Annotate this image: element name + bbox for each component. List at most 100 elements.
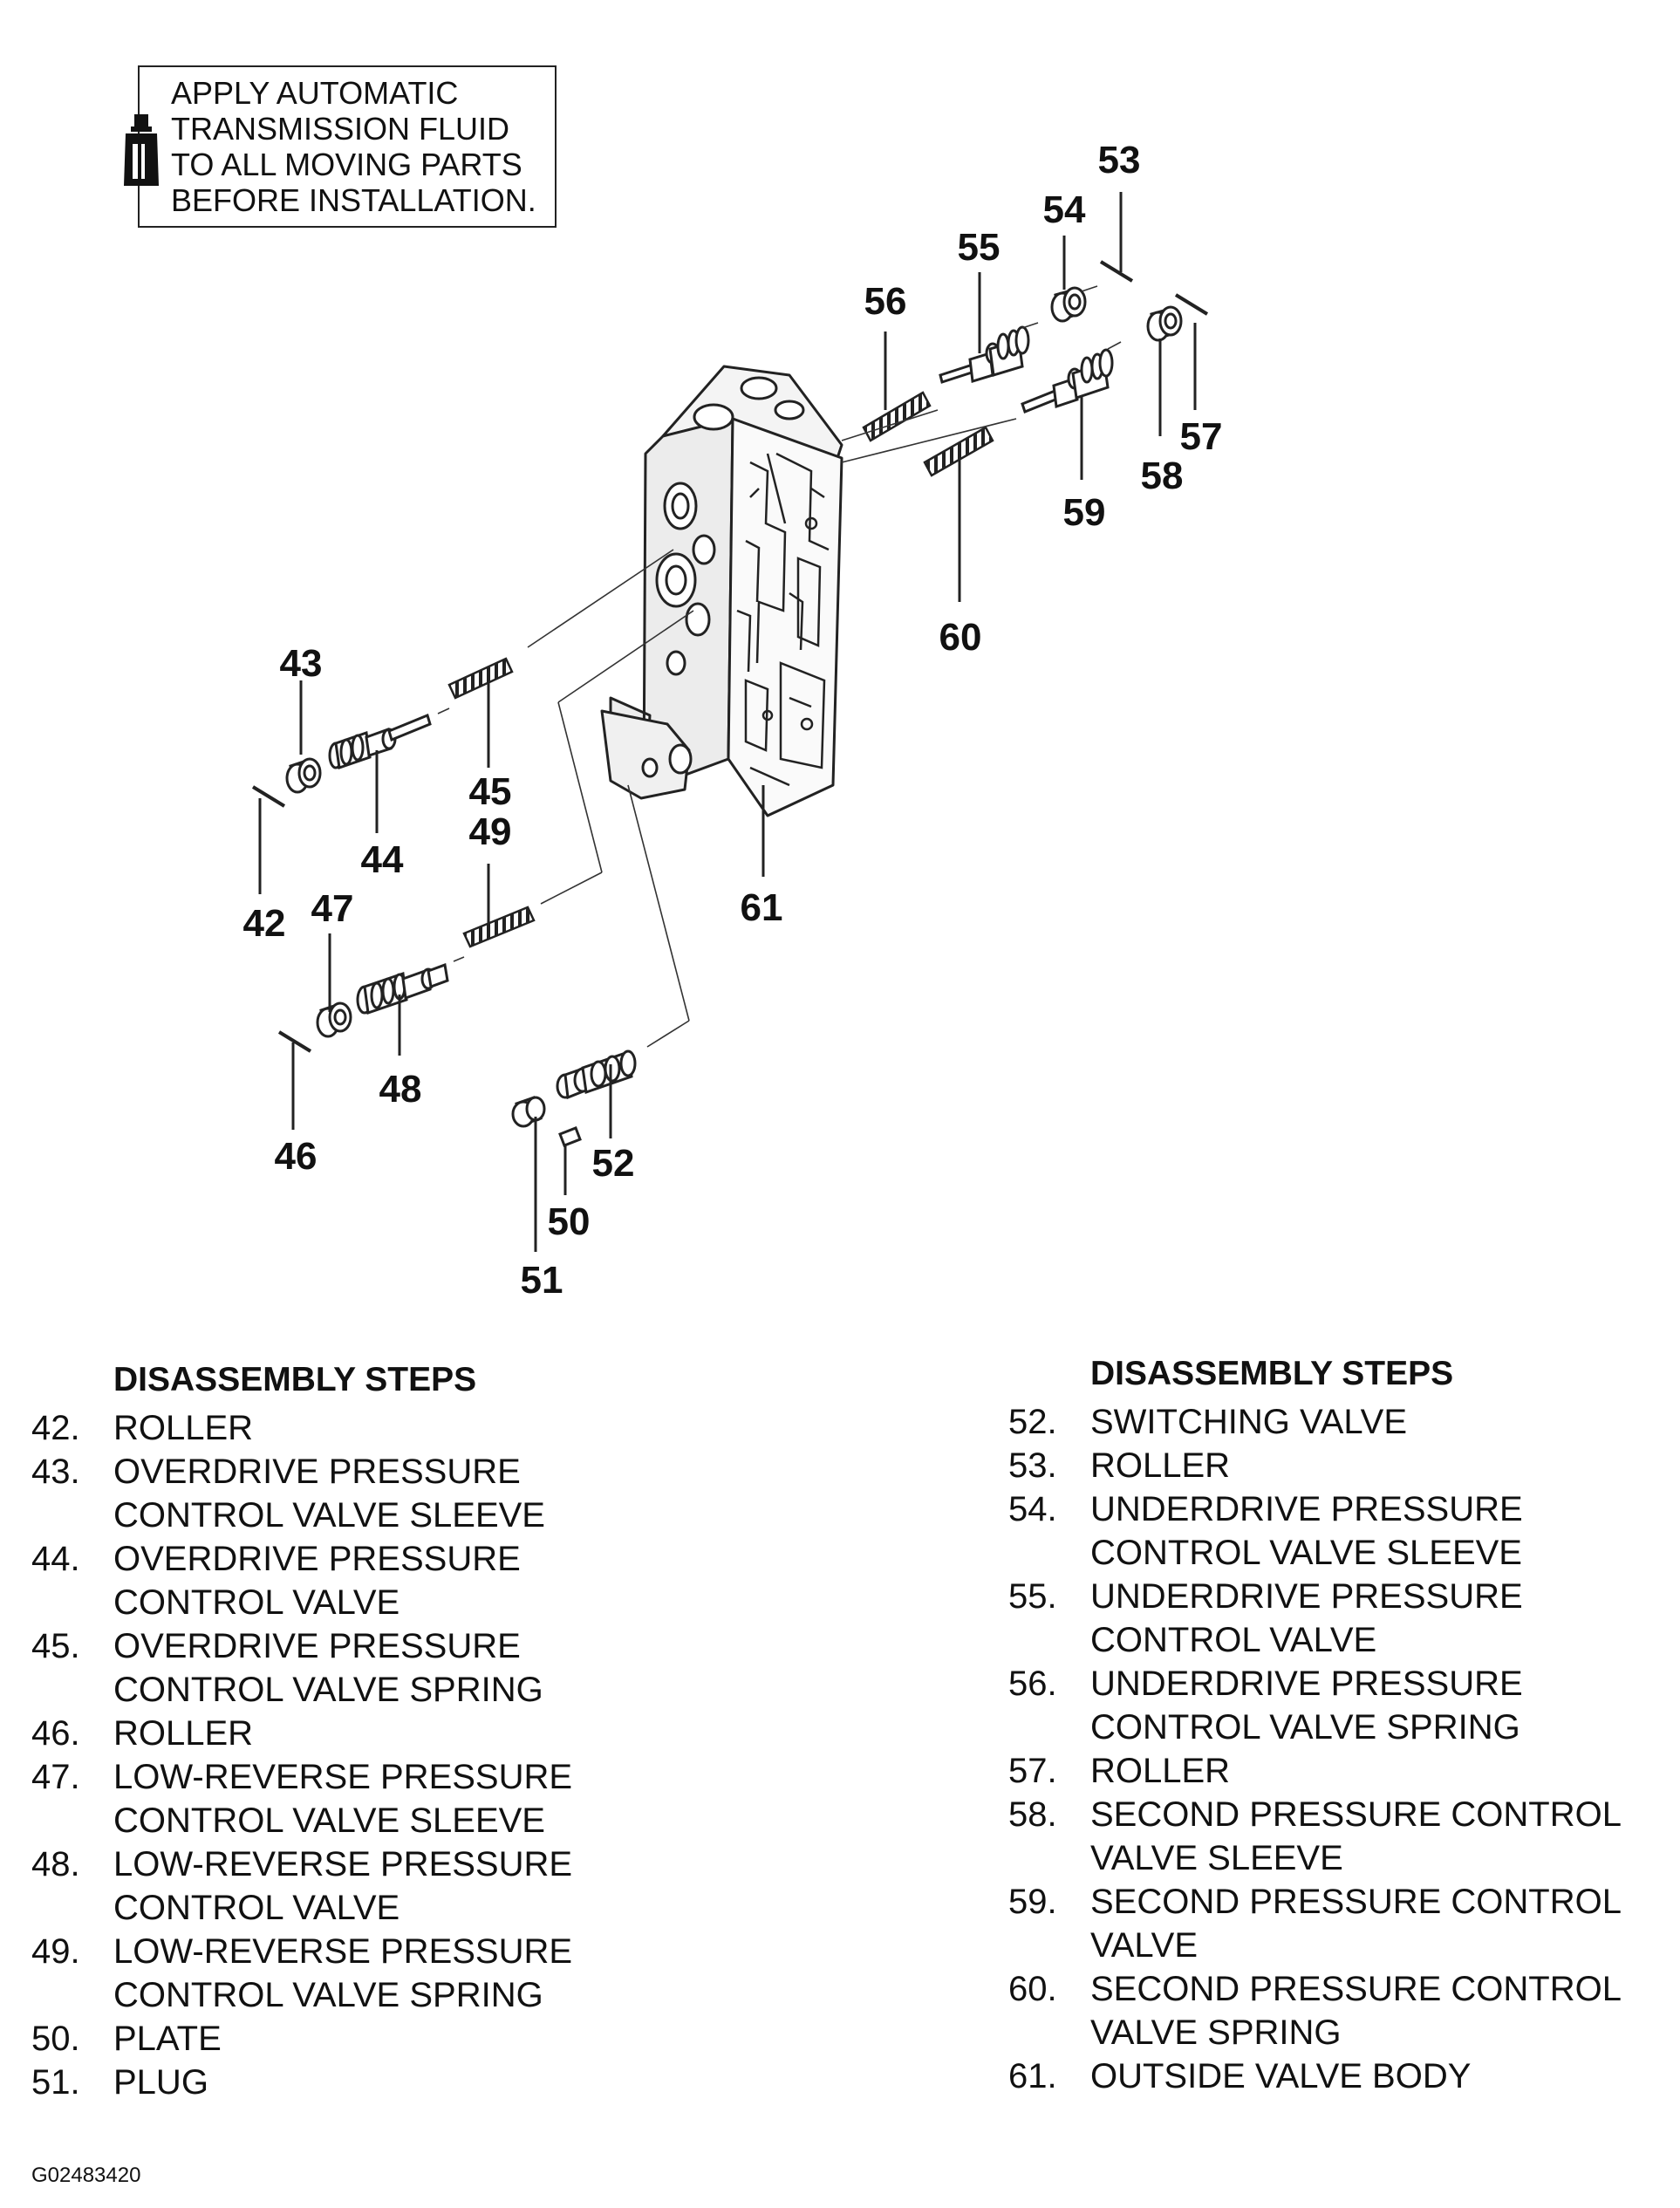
step-text: SECOND PRESSURE CONTROL VALVE SLEEVE (1090, 1795, 1622, 1877)
part-47-sleeve (316, 1001, 352, 1038)
step-text: UNDERDRIVE PRESSURE CONTROL VALVE SLEEVE (1090, 1490, 1523, 1572)
step-number: 51. (31, 2063, 80, 2102)
callout-59: 59 (1063, 491, 1106, 534)
callout-61: 61 (741, 886, 783, 929)
step-number: 44. (31, 1540, 80, 1578)
step-item: 45.OVERDRIVE PRESSURE CONTROL VALVE SPRI… (31, 1624, 747, 1712)
step-item: 46. ROLLER (31, 1712, 747, 1755)
note-line: BEFORE INSTALLATION. (171, 182, 536, 218)
step-text: UNDERDRIVE PRESSURE CONTROL VALVE (1090, 1577, 1523, 1659)
callout-46: 46 (275, 1135, 318, 1178)
step-item: 61. OUTSIDE VALVE BODY (1008, 2054, 1680, 2098)
step-item: 53. ROLLER (1008, 1444, 1680, 1487)
step-number: 59. (1008, 1883, 1057, 1921)
part-45-spring (447, 657, 514, 700)
callout-58: 58 (1141, 455, 1184, 497)
part-44-valve (328, 713, 432, 770)
step-number: 55. (1008, 1577, 1057, 1616)
step-number: 56. (1008, 1665, 1057, 1703)
step-item: 42.ROLLER (31, 1406, 747, 1450)
step-item: 54. UNDERDRIVE PRESSURE CONTROL VALVE SLE… (1008, 1487, 1680, 1575)
step-text: OUTSIDE VALVE BODY (1090, 2057, 1472, 2095)
part-46-roller (277, 1030, 312, 1053)
part-50-plate (558, 1126, 582, 1147)
step-number: 58. (1008, 1795, 1057, 1834)
callout-54: 54 (1043, 188, 1086, 231)
step-number: 52. (1008, 1403, 1057, 1441)
leader-lines (258, 192, 1197, 1252)
step-item: 55. UNDERDRIVE PRESSURE CONTROL VALVE (1008, 1575, 1680, 1662)
part-53-roller (1099, 260, 1134, 283)
callout-51: 51 (521, 1259, 563, 1302)
callout-60: 60 (939, 616, 982, 659)
step-number: 47. (31, 1758, 80, 1796)
callout-50: 50 (548, 1200, 591, 1243)
step-number: 48. (31, 1845, 80, 1883)
step-text: ROLLER (1090, 1446, 1231, 1485)
step-number: 42. (31, 1409, 80, 1447)
part-59-valve (1021, 348, 1114, 414)
step-item: 49. LOW-REVERSE PRESSURE CONTROL VALVE SP… (31, 1930, 747, 2017)
callout-49: 49 (469, 810, 512, 853)
callout-57: 57 (1180, 415, 1223, 458)
step-number: 49. (31, 1932, 80, 1971)
step-text: ROLLER (113, 1714, 254, 1753)
callout-56: 56 (864, 280, 907, 323)
step-number: 53. (1008, 1446, 1057, 1485)
step-text: UNDERDRIVE PRESSURE CONTROL VALVE SPRING (1090, 1665, 1523, 1747)
steps-title: DISASSEMBLY STEPS (1090, 1355, 1454, 1392)
step-text: SWITCHING VALVE (1090, 1403, 1408, 1441)
step-item: 58. SECOND PRESSURE CONTROL VALVE SLEEVE (1008, 1793, 1680, 1880)
step-number: 61. (1008, 2057, 1057, 2095)
step-number: 43. (31, 1453, 80, 1491)
step-number: 54. (1008, 1490, 1057, 1528)
part-55-valve (939, 325, 1030, 384)
step-item: 56. UNDERDRIVE PRESSURE CONTROL VALVE SPR… (1008, 1662, 1680, 1749)
callout-47: 47 (311, 887, 354, 930)
callout-43: 43 (280, 642, 323, 685)
step-item: 47. LOW-REVERSE PRESSURE CONTROL VALVE SL… (31, 1755, 747, 1842)
step-item: 52. SWITCHING VALVE (1008, 1400, 1680, 1444)
step-text: PLUG (113, 2063, 208, 2102)
part-51-plug (511, 1096, 546, 1128)
note-line: APPLY AUTOMATIC (171, 75, 459, 111)
step-number: 45. (31, 1627, 80, 1665)
step-item: 57.ROLLER (1008, 1749, 1680, 1793)
part-43-sleeve (285, 757, 322, 794)
part-56-spring (862, 391, 932, 442)
note-line: TO ALL MOVING PARTS (171, 147, 522, 182)
note-line: TRANSMISSION FLUID (171, 111, 510, 147)
valve-body-channels (736, 452, 830, 787)
part-42-roller (251, 785, 286, 808)
step-text: OVERDRIVE PRESSURE CONTROL VALVE (113, 1540, 521, 1622)
step-text: OVERDRIVE PRESSURE CONTROL VALVE SLEEVE (113, 1453, 545, 1535)
atf-bottle-icon (124, 114, 159, 186)
callouts: 53 54 55 56 57 58 59 60 61 43 44 42 45 4… (243, 139, 1223, 1302)
figure-code: G02483420 (31, 2164, 141, 2187)
step-text: LOW-REVERSE PRESSURE CONTROL VALVE SPRIN… (113, 1932, 573, 2014)
step-item: 59.SECOND PRESSURE CONTROL VALVE (1008, 1880, 1680, 1967)
part-48-valve (356, 962, 449, 1015)
part-58-sleeve (1146, 305, 1183, 342)
step-number: 46. (31, 1714, 80, 1753)
step-item: 60.SECOND PRESSURE CONTROL VALVE SPRING (1008, 1967, 1680, 2054)
step-text: LOW-REVERSE PRESSURE CONTROL VALVE SLEEV… (113, 1758, 573, 1840)
assembly-lines (437, 285, 1122, 1048)
step-text: PLATE (113, 2020, 222, 2058)
step-item: 44. OVERDRIVE PRESSURE CONTROL VALVE (31, 1537, 747, 1624)
part-57-roller (1174, 293, 1209, 316)
outside-valve-body (600, 365, 843, 817)
step-number: 60. (1008, 1970, 1057, 2008)
atf-note-box: APPLY AUTOMATIC TRANSMISSION FLUID TO AL… (124, 65, 557, 228)
callout-44: 44 (361, 838, 404, 881)
part-49-spring (462, 906, 536, 948)
part-60-spring (923, 426, 994, 477)
part-54-sleeve (1050, 286, 1087, 323)
part-52-switching-valve (556, 1049, 637, 1100)
exploded-diagram: 53 54 55 56 57 58 59 60 61 43 44 42 45 4… (243, 139, 1223, 1302)
steps-title: DISASSEMBLY STEPS (113, 1361, 477, 1398)
step-item: 48. LOW-REVERSE PRESSURE CONTROL VALVE (31, 1842, 747, 1930)
step-text: LOW-REVERSE PRESSURE CONTROL VALVE (113, 1845, 573, 1927)
callout-53: 53 (1098, 139, 1141, 181)
callout-45: 45 (469, 770, 512, 813)
